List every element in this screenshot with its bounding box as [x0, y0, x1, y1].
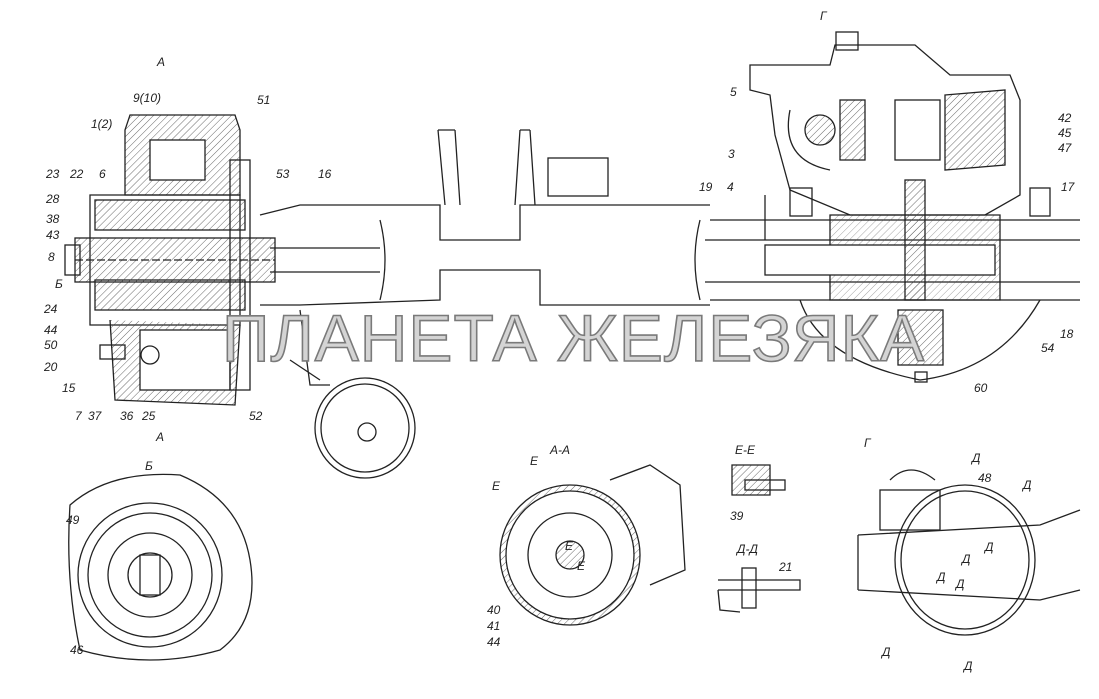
view-g-title: Г [864, 436, 871, 450]
callout-51: 51 [257, 93, 271, 107]
section-e-e-title: Е-Е [735, 443, 756, 457]
callout-40: 40 [487, 603, 501, 617]
callout-44: 44 [44, 323, 58, 337]
section-marker-d: Д [882, 645, 891, 659]
section-marker-d: Д [962, 552, 971, 566]
callout-53: 53 [276, 167, 290, 181]
callout-19: 19 [699, 180, 713, 194]
section-marker-d: Д [937, 570, 946, 584]
section-marker-a-top: А [157, 55, 166, 69]
callout-44: 44 [487, 635, 501, 649]
watermark: ПЛАНЕТА ЖЕЛЕЗЯКА [221, 300, 926, 376]
section-marker-e: Е [492, 479, 501, 493]
callout-21: 21 [779, 560, 793, 574]
callout-60: 60 [974, 381, 988, 395]
callout-18: 18 [1060, 327, 1074, 341]
callout-4: 4 [727, 180, 734, 194]
section-d-d [717, 567, 801, 613]
callout-9-10: 9(10) [133, 91, 162, 105]
callout-1-2: 1(2) [91, 117, 113, 131]
section-marker-d: Д [985, 540, 994, 554]
section-marker-e: Е [565, 539, 574, 553]
callout-46: 46 [70, 643, 84, 657]
callout-20: 20 [44, 360, 58, 374]
callout-5: 5 [730, 85, 737, 99]
callout-50: 50 [44, 338, 58, 352]
section-marker-a-bottom: А [156, 430, 165, 444]
section-marker-d: Д [972, 451, 981, 465]
section-a-a-drum [499, 464, 686, 626]
view-marker-g: Г [820, 9, 827, 23]
callout-49: 49 [66, 513, 80, 527]
callout-45: 45 [1058, 126, 1072, 140]
section-marker-e: Е [577, 559, 586, 573]
callout-22: 22 [70, 167, 84, 181]
callout-41: 41 [487, 619, 501, 633]
callout-38: 38 [46, 212, 60, 226]
section-d-d-title: Д-Д [737, 542, 758, 556]
view-marker-b: Б [55, 277, 63, 291]
callout-36: 36 [120, 409, 134, 423]
callout-8: 8 [48, 250, 55, 264]
callout-52: 52 [249, 409, 263, 423]
callout-42: 42 [1058, 111, 1072, 125]
callout-7: 7 [75, 409, 82, 423]
wheel-hub-section [64, 114, 276, 406]
view-g-housing [857, 469, 1081, 636]
section-marker-d: Д [964, 659, 973, 673]
callout-54: 54 [1041, 341, 1055, 355]
section-marker-d: Д [956, 577, 965, 591]
view-b-title: Б [145, 459, 153, 473]
view-b-flange [68, 473, 253, 661]
callout-15: 15 [62, 381, 76, 395]
differential-section [705, 31, 1080, 383]
callout-43: 43 [46, 228, 60, 242]
callout-37: 37 [88, 409, 102, 423]
section-marker-e: Е [530, 454, 539, 468]
callout-6: 6 [99, 167, 106, 181]
section-e-e [731, 464, 786, 496]
callout-25: 25 [142, 409, 156, 423]
callout-23: 23 [46, 167, 60, 181]
section-a-a-title: А-А [550, 443, 571, 457]
section-marker-d: Д [1023, 478, 1032, 492]
callout-24: 24 [44, 302, 58, 316]
brake-chamber [289, 309, 416, 479]
callout-39: 39 [730, 509, 744, 523]
callout-3: 3 [728, 147, 735, 161]
callout-47: 47 [1058, 141, 1072, 155]
callout-48: 48 [978, 471, 992, 485]
callout-17: 17 [1061, 180, 1075, 194]
callout-16: 16 [318, 167, 332, 181]
callout-28: 28 [46, 192, 60, 206]
axle-beam [259, 129, 710, 306]
